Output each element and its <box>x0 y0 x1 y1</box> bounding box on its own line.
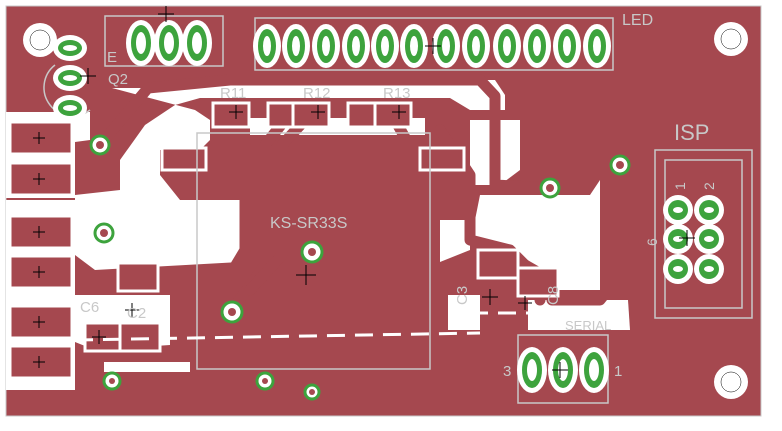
smd-pad <box>516 266 560 298</box>
led-label: LED <box>622 12 653 29</box>
through-hole-pad-icon <box>583 24 611 68</box>
smd-pad <box>418 146 466 172</box>
through-hole-pad-icon <box>126 20 156 66</box>
through-hole-pad-icon <box>342 24 370 68</box>
through-hole-pad-icon <box>523 24 551 68</box>
through-hole-pad-icon <box>53 95 87 121</box>
through-hole-pad-icon <box>400 24 428 68</box>
origin-cross-icon <box>80 68 96 84</box>
isp-pin6-label: 6 <box>644 238 660 246</box>
silkscreen-labels: LED E Q2 R11 R12 R13 ISP 1 2 6 KS-SR33S … <box>80 12 717 380</box>
through-hole-pad-icon <box>432 24 460 68</box>
c2-label: C2 <box>127 305 146 322</box>
mounting-hole-icon <box>29 29 51 51</box>
smd-pads <box>8 101 560 380</box>
origin-cross-icon <box>33 226 45 238</box>
through-hole-pad-icon <box>663 254 693 284</box>
origin-cross-icon <box>482 289 498 305</box>
isp-label: ISP <box>674 120 709 145</box>
through-hole-pad-icon <box>663 224 693 254</box>
through-hole-pad-icon <box>694 254 724 284</box>
smd-pad <box>118 321 162 353</box>
origin-cross-icon <box>92 330 106 344</box>
smd-pad <box>373 101 413 129</box>
origin-cross-icon <box>33 316 45 328</box>
serial-pin3-label: 3 <box>503 363 511 380</box>
origin-cross-icon <box>158 6 174 22</box>
serial-label: SERIAL <box>565 318 611 333</box>
through-hole-pad-icon <box>53 35 87 61</box>
through-hole-pad-icon <box>182 20 212 66</box>
module-label: KS-SR33S <box>270 215 347 232</box>
origin-cross-icon <box>33 356 45 368</box>
origin-cross-icon <box>125 303 139 317</box>
through-hole-pad-icon <box>694 224 724 254</box>
mounting-holes <box>23 22 748 399</box>
through-hole-pad-icon <box>493 24 521 68</box>
through-hole-pad-icon <box>553 24 581 68</box>
through-hole-pad-icon <box>517 347 547 393</box>
origin-cross-icon <box>552 362 568 378</box>
smd-pad <box>476 248 520 280</box>
c6-label: C6 <box>80 299 99 316</box>
smd-pad <box>116 261 160 293</box>
smd-pad <box>291 101 331 129</box>
r13-label: R13 <box>383 85 411 102</box>
origin-cross-icon <box>296 265 316 285</box>
origin-cross-icon <box>518 296 532 310</box>
origin-crosses <box>33 6 695 378</box>
r11-label: R11 <box>220 85 246 102</box>
smd-pad <box>160 146 208 172</box>
through-hole-pads <box>53 20 724 393</box>
mounting-hole-icon <box>720 371 742 393</box>
origin-cross-icon <box>425 38 441 54</box>
origin-cross-icon <box>33 132 45 144</box>
isp-pin1-label: 1 <box>672 182 688 190</box>
through-hole-pad-icon <box>371 24 399 68</box>
through-hole-pad-icon <box>462 24 490 68</box>
through-hole-pad-icon <box>694 195 724 225</box>
smd-pad <box>8 161 74 197</box>
silkscreen-dashes <box>74 311 540 342</box>
e-label: E <box>107 49 117 66</box>
serial-pin1-label: 1 <box>614 363 622 380</box>
origin-cross-icon <box>33 266 45 278</box>
through-hole-pad-icon <box>154 20 184 66</box>
isp-pin2-label: 2 <box>701 182 717 190</box>
origin-cross-icon <box>229 105 243 119</box>
through-hole-pad-icon <box>312 24 340 68</box>
through-hole-pad-icon <box>53 65 87 91</box>
through-hole-pad-icon <box>579 347 609 393</box>
q2-label: Q2 <box>108 71 128 88</box>
smd-pad <box>211 101 251 129</box>
through-hole-pad-icon <box>282 24 310 68</box>
origin-cross-icon <box>311 105 325 119</box>
through-hole-pad-icon <box>253 24 281 68</box>
origin-cross-icon <box>679 230 695 246</box>
through-hole-pad-icon <box>663 195 693 225</box>
c3-label: C3 <box>454 286 471 305</box>
origin-cross-icon <box>33 173 45 185</box>
mounting-hole-icon <box>720 28 742 50</box>
origin-cross-icon <box>392 105 406 119</box>
r12-label: R12 <box>303 85 331 102</box>
c8-label: C8 <box>545 286 562 305</box>
